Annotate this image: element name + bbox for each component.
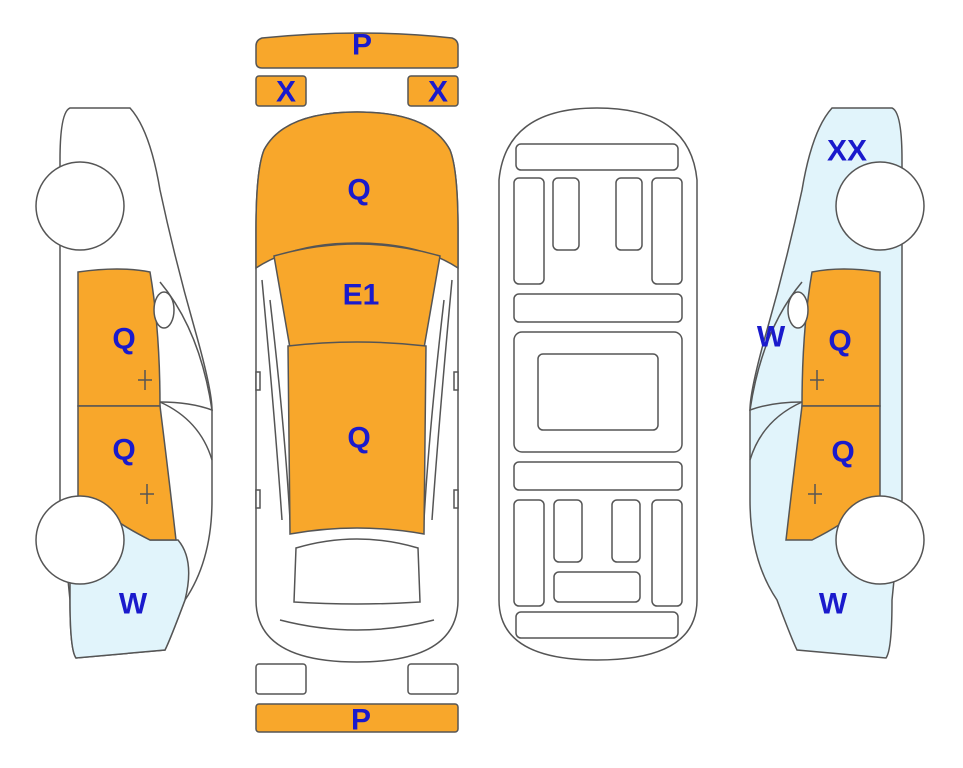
car-right-side-view: XX W Q Q W [749, 107, 925, 659]
left-mirror [153, 291, 175, 329]
hood-panel [255, 111, 459, 270]
right-front-wheel [835, 161, 925, 251]
right-inner-window-line [423, 299, 445, 521]
car-top-view: P X X Q E1 Q P [255, 29, 459, 737]
left-front-door-label: Q [112, 323, 135, 356]
windshield-label: E1 [343, 279, 380, 312]
right-rear-wheel [835, 495, 925, 585]
left-window-line-2 [159, 401, 213, 461]
underside-part [651, 177, 683, 285]
hood-label: Q [347, 174, 370, 207]
front-right-light-panel [407, 75, 459, 107]
right-window-line-2 [749, 401, 803, 461]
right-rear-handle [808, 484, 822, 504]
underside-part [553, 571, 641, 603]
left-front-door-panel [77, 268, 161, 407]
front-left-light-panel [255, 75, 307, 107]
car-left-side-view: Q Q W [35, 107, 213, 659]
left-rear-fender-label: W [119, 588, 148, 621]
right-front-door-panel [801, 268, 881, 407]
underside-part [513, 499, 545, 607]
right-rear-fender-top-label: XX [827, 135, 867, 168]
right-side-window-line [431, 279, 453, 521]
right-front-door-label: Q [828, 325, 851, 358]
left-inner-window-line [269, 299, 291, 521]
top-bumper-label: P [352, 29, 372, 62]
right-mirror [787, 291, 809, 329]
underside-part [513, 461, 683, 491]
left-mirror [255, 371, 261, 391]
front-bumper-panel [255, 32, 459, 69]
underside-part [651, 499, 683, 607]
underside-part [515, 611, 679, 639]
roof-panel [287, 341, 427, 535]
trunk-line [279, 619, 435, 631]
underside-part [553, 499, 583, 563]
rear-right-light [407, 663, 459, 695]
right-front-handle [810, 370, 824, 390]
left-front-handle [138, 370, 152, 390]
left-rear-wheel [35, 495, 125, 585]
right-mirror [453, 371, 459, 391]
right-handle [453, 489, 459, 509]
rear-left-light [255, 663, 307, 695]
left-handle [255, 489, 261, 509]
underside-part [611, 499, 641, 563]
underside-part [537, 353, 659, 431]
rear-bumper-label: P [351, 704, 371, 737]
underside-part [515, 143, 679, 171]
underside-part [513, 293, 683, 323]
left-window-line [159, 281, 213, 412]
right-rear-fender-label: W [819, 588, 848, 621]
left-rear-handle [140, 484, 154, 504]
underside-part [552, 177, 580, 251]
left-rear-door-label: Q [112, 434, 135, 467]
right-rear-door-label: Q [831, 436, 854, 469]
rear-window [293, 538, 421, 605]
left-side-window-line [261, 279, 283, 521]
right-window-line [749, 281, 803, 412]
top-left-light-label: X [276, 76, 296, 109]
car-underside-view [498, 107, 698, 661]
top-right-light-label: X [428, 76, 448, 109]
underside-part [513, 177, 545, 285]
underside-part [615, 177, 643, 251]
rear-bumper-panel [255, 703, 459, 733]
roof-label: Q [347, 422, 370, 455]
left-front-wheel [35, 161, 125, 251]
right-front-fender-label: W [757, 321, 786, 354]
